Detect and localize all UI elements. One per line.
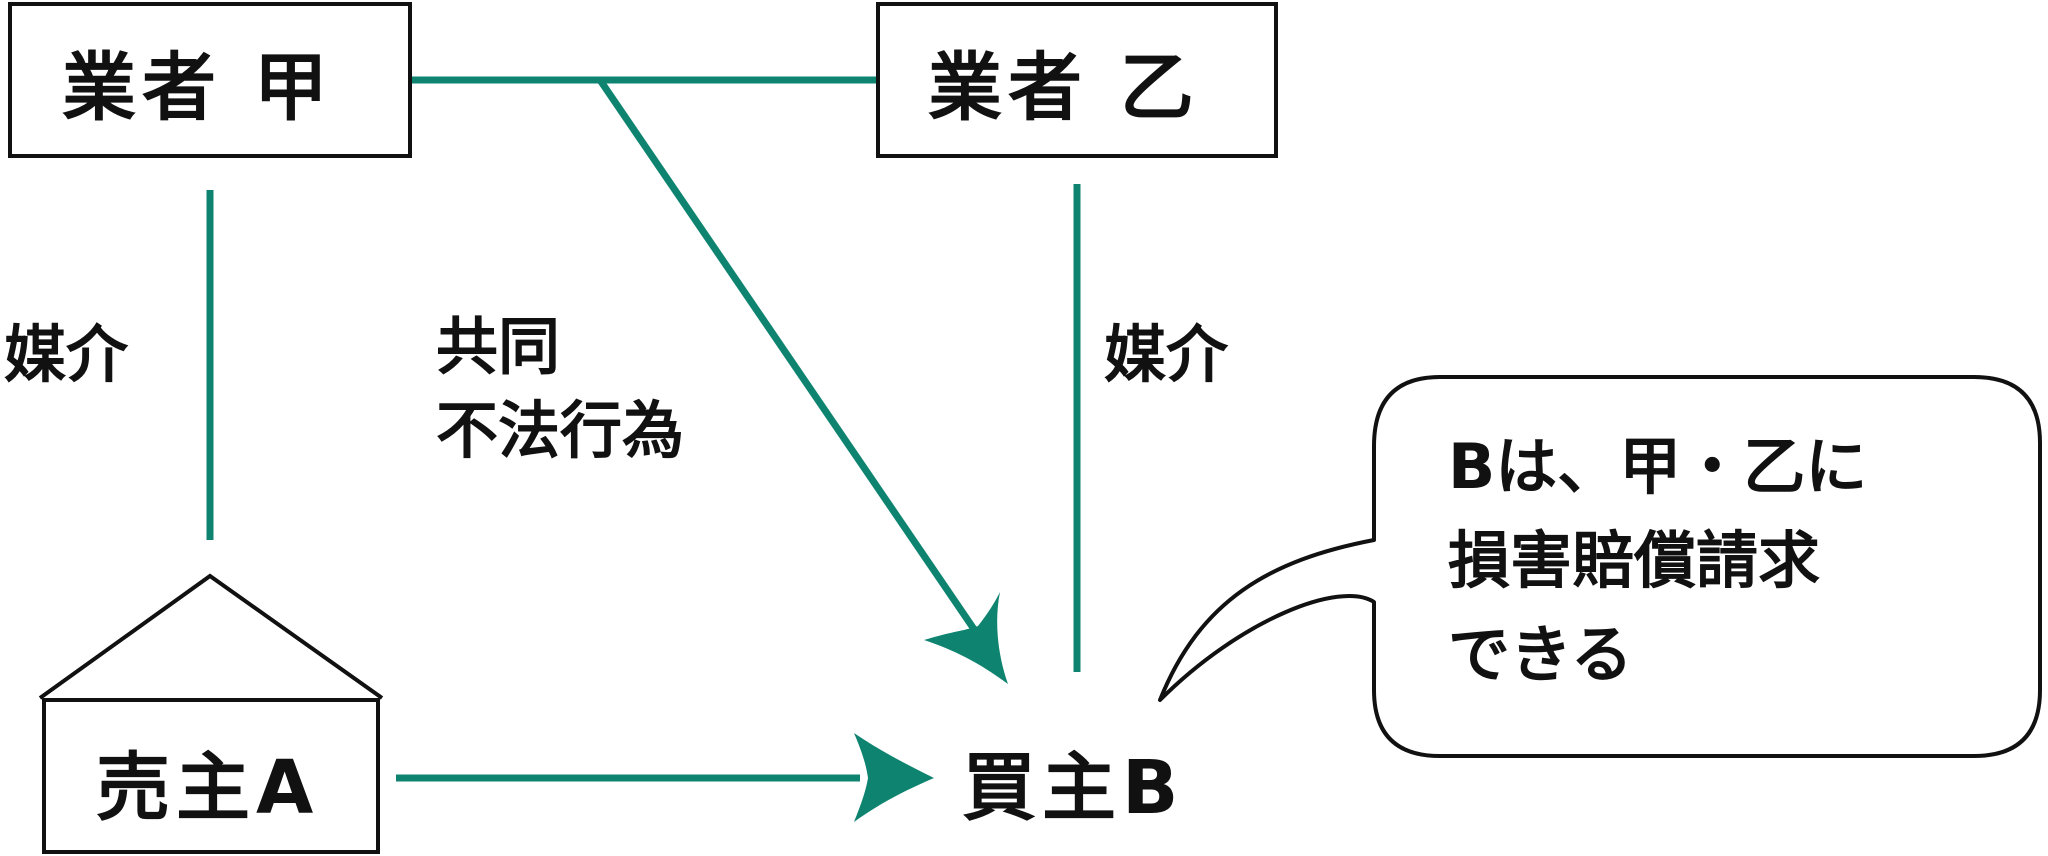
dealer-b-label: 業者 乙 (928, 45, 1200, 131)
callout-line-1: Bは、甲・乙に (1448, 430, 1868, 503)
callout-outline (1158, 375, 2042, 758)
dealer-a-box (8, 2, 412, 158)
dealer-a-label: 業者 甲 (62, 45, 334, 131)
callout-line-2: 損害賠償請求 (1448, 524, 1821, 597)
mediation-left-label: 媒介 (4, 318, 129, 391)
joint-tort-label-line1: 共同 (436, 310, 561, 383)
dealer-b-box (876, 2, 1278, 158)
arrowhead-seller-to-buyer (854, 733, 934, 822)
seller-label: 売主A (96, 745, 320, 831)
joint-tort-label-line2: 不法行為 (436, 394, 685, 467)
seller-house (38, 573, 384, 854)
mediation-right-label: 媒介 (1104, 318, 1229, 391)
buyer-label: 買主B (962, 745, 1185, 831)
arrowhead-joint-tort (924, 592, 1008, 684)
callout-line-3: できる (1448, 618, 1633, 691)
arrow-joint-tort (597, 78, 983, 640)
